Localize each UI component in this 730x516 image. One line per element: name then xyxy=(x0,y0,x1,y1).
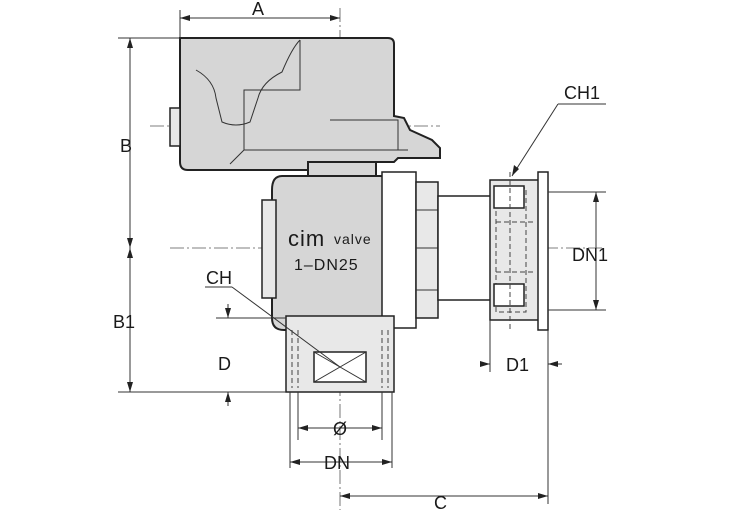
dimension-diameter: Ø xyxy=(297,392,383,440)
label-CH: CH xyxy=(206,268,232,288)
label-B: B xyxy=(120,136,132,156)
label-D1: D1 xyxy=(506,355,529,375)
lower-outlet xyxy=(285,315,395,393)
dimension-CH1: CH1 xyxy=(511,83,606,177)
dimension-D1: D1 xyxy=(480,320,562,375)
dimension-CH: CH xyxy=(205,268,341,368)
actuator-side-boss xyxy=(169,107,181,147)
label-DN: DN xyxy=(324,453,350,473)
dimension-DN1: DN1 xyxy=(548,191,608,311)
label-B1: B1 xyxy=(113,312,135,332)
label-C: C xyxy=(434,493,447,513)
brand-logo-text: cim xyxy=(288,226,325,251)
side-pipe xyxy=(437,195,493,301)
brand-suffix-text: valve xyxy=(334,231,372,247)
side-connection xyxy=(437,171,549,331)
label-A: A xyxy=(252,0,264,19)
body-union-ring xyxy=(381,171,417,329)
label-diameter: Ø xyxy=(333,419,347,439)
label-DN1: DN1 xyxy=(572,245,608,265)
label-CH1: CH1 xyxy=(564,83,600,103)
label-D: D xyxy=(218,354,231,374)
flange-disc xyxy=(537,171,549,331)
dimension-B1: B1 xyxy=(113,248,286,393)
model-marking: 1–DN25 xyxy=(294,257,359,274)
dimension-A: A xyxy=(179,0,340,38)
dimension-DN: DN xyxy=(289,392,393,473)
dimension-D: D xyxy=(216,304,286,406)
actuator-housing xyxy=(169,37,441,171)
dimension-B: B xyxy=(118,37,180,248)
union-nut xyxy=(415,181,439,319)
valve-body xyxy=(261,171,439,331)
body-left-cap xyxy=(261,199,277,299)
